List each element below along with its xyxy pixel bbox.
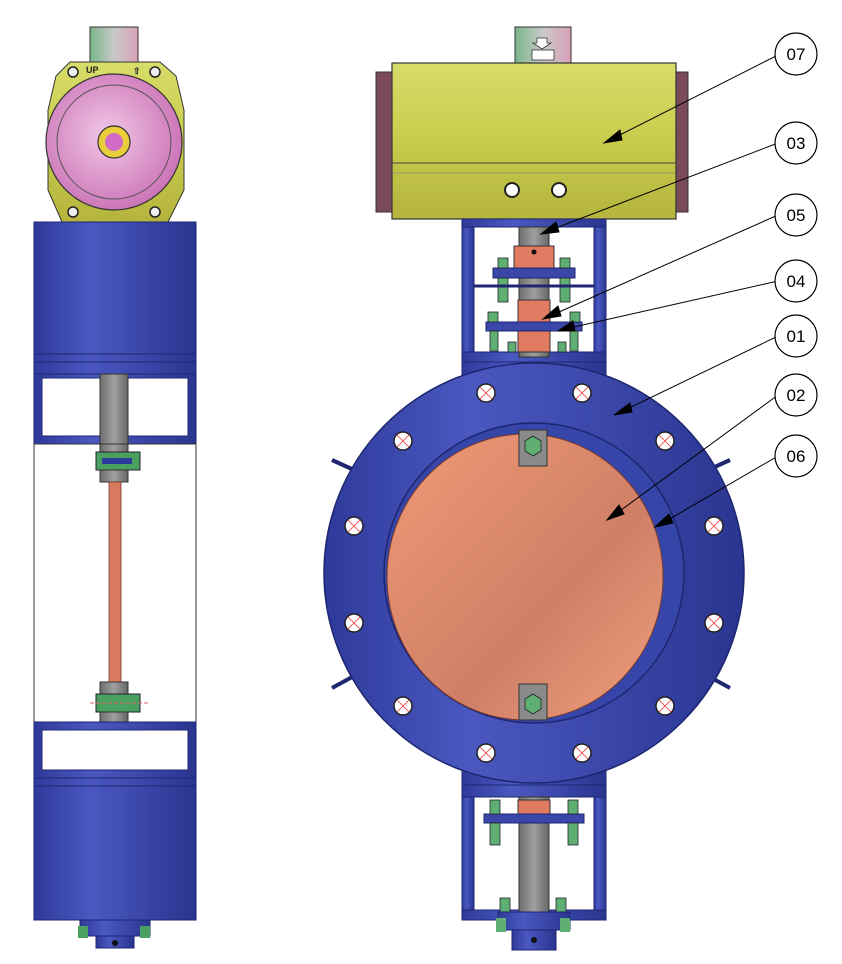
side-lower-body <box>33 785 197 921</box>
callout-label: 01 <box>787 327 806 346</box>
port-hole <box>504 182 520 198</box>
front-valve-body <box>323 361 745 786</box>
side-actuator-cap <box>89 26 139 64</box>
front-lower-yoke <box>461 784 607 921</box>
callout-label: 04 <box>787 272 806 291</box>
callout-05: 05 <box>774 193 818 237</box>
side-coupling-lower <box>90 681 150 725</box>
callout-01: 01 <box>774 314 818 358</box>
front-view <box>323 26 745 951</box>
side-bottom-cap <box>78 919 151 949</box>
port-hole <box>551 182 567 198</box>
callout-04: 04 <box>774 259 818 303</box>
down-arrow-icon <box>531 37 553 50</box>
stem-coupling <box>513 245 555 269</box>
front-upper-yoke <box>461 218 607 369</box>
callout-02: 02 <box>774 373 818 417</box>
disc-bolt <box>524 435 542 457</box>
callout-leaders <box>539 54 779 528</box>
actuator-screws <box>67 66 161 218</box>
up-arrow-icon: ⇧ <box>133 66 141 76</box>
callout-03: 03 <box>774 121 818 165</box>
disc-bolt <box>524 693 542 715</box>
up-label: UP <box>86 65 99 75</box>
side-lower-bracket <box>33 721 197 779</box>
callout-07: 07 <box>774 32 818 76</box>
callout-label: 02 <box>787 386 806 405</box>
callout-06: 06 <box>774 434 818 478</box>
callout-label: 03 <box>787 134 806 153</box>
callout-label: 06 <box>787 447 806 466</box>
valve-disc <box>386 433 664 721</box>
callout-label: 05 <box>787 206 806 225</box>
front-actuator-cap <box>514 26 572 66</box>
side-view: UP ⇧ <box>33 26 197 949</box>
callout-label: 07 <box>787 45 806 64</box>
side-coupling-upper <box>95 451 141 483</box>
side-disc-edge <box>108 481 122 683</box>
gland-plate <box>485 321 583 332</box>
side-upper-body <box>33 221 197 355</box>
flange-bolt-holes <box>344 383 724 763</box>
front-actuator-cylinder <box>391 62 677 220</box>
front-bottom-cap <box>496 911 571 951</box>
